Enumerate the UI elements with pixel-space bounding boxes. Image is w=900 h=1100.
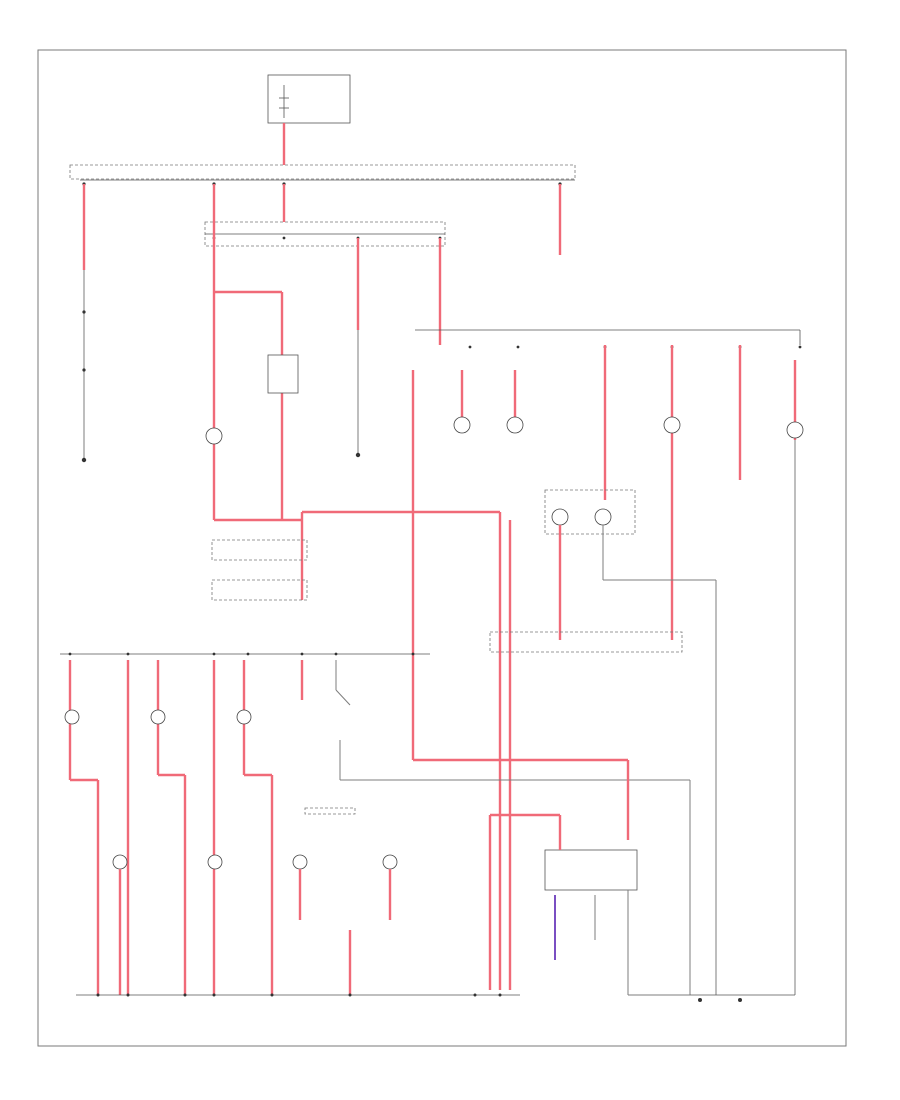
column-358-circuit xyxy=(355,238,361,458)
lamp-icon xyxy=(112,854,128,870)
lower-lamp-branches xyxy=(64,660,351,995)
left-column-circuit xyxy=(81,184,87,463)
junction-connector xyxy=(204,221,446,247)
cross-feed-wire xyxy=(300,510,512,990)
lamp-icon xyxy=(382,854,398,870)
dimmer-assembly xyxy=(304,660,691,995)
right-ground xyxy=(690,994,795,1002)
lamp-icon xyxy=(453,416,471,434)
right-distribution-bar xyxy=(415,329,802,349)
lamp-icon xyxy=(150,709,166,725)
column-214-circuit xyxy=(205,184,302,522)
lamp-icon xyxy=(207,854,223,870)
right-branches xyxy=(411,345,804,995)
lamp-icon xyxy=(786,421,804,439)
lamp-icon xyxy=(551,508,569,526)
lamp-icon xyxy=(506,416,524,434)
lamp-icon xyxy=(594,508,612,526)
lamp-icon xyxy=(236,709,252,725)
instrument-cluster xyxy=(544,489,717,995)
mid-connectors xyxy=(211,539,683,653)
diagram-frame xyxy=(37,49,847,1047)
top-splice xyxy=(69,164,576,186)
lower-lamp-row xyxy=(112,854,398,995)
lamp-icon xyxy=(64,709,80,725)
bottom-ground-bar xyxy=(76,993,520,997)
lower-distribution-bar xyxy=(60,652,430,656)
meter-module xyxy=(488,813,690,996)
fuse-block xyxy=(267,74,351,124)
lamp-icon xyxy=(663,416,681,434)
lamp-icon xyxy=(205,427,223,445)
lamp-icon xyxy=(292,854,308,870)
